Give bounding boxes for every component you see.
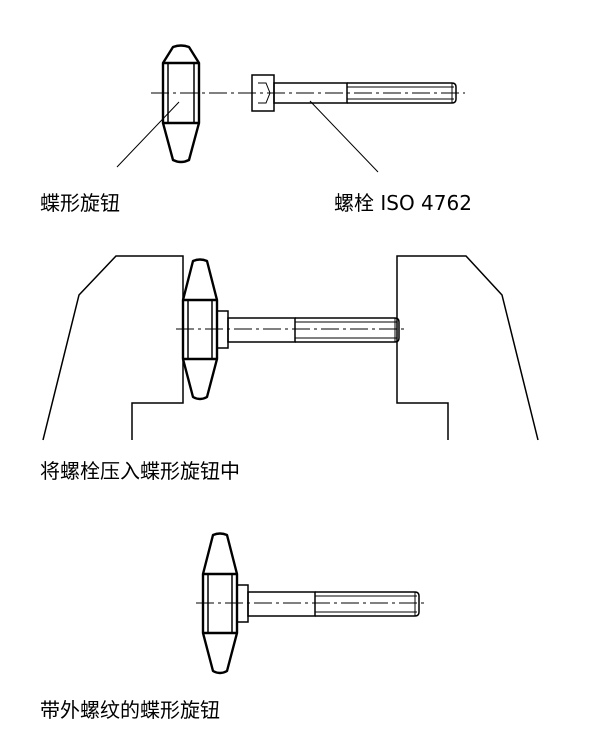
leader-line <box>116 101 180 168</box>
knob-external-thread-assembly <box>194 532 428 675</box>
leader-line <box>309 100 379 173</box>
fixture-right <box>396 255 539 441</box>
label-press-in: 将螺栓压入蝶形旋钮中 <box>40 459 240 483</box>
label-wing-knob: 蝶形旋钮 <box>40 191 120 215</box>
label-external-thread: 带外螺纹的蝶形旋钮 <box>40 698 220 722</box>
knob-bolt-assembly-pressing <box>174 258 408 401</box>
label-bolt: 螺栓 ISO 4762 <box>334 191 472 215</box>
wing-knob-part <box>161 44 201 164</box>
fixture-left <box>42 255 184 441</box>
